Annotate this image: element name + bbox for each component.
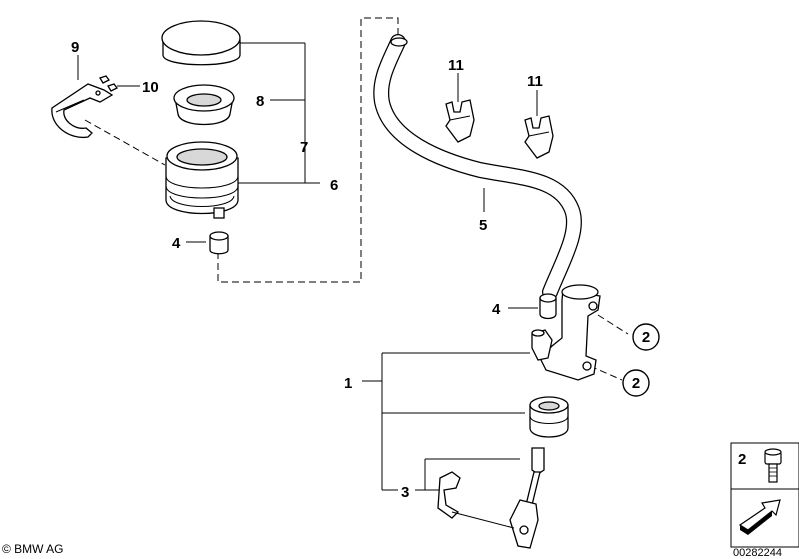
callout-11-right: 11 bbox=[527, 73, 543, 90]
hose-clip-left bbox=[445, 99, 475, 143]
hose-clip-right bbox=[524, 115, 554, 159]
callout-11-left: 11 bbox=[448, 57, 464, 74]
legend-box: 2 bbox=[730, 442, 799, 548]
callout-7: 7 bbox=[300, 139, 308, 156]
screws bbox=[99, 75, 118, 92]
legend-part-number: 2 bbox=[738, 451, 746, 468]
svg-text:2: 2 bbox=[642, 329, 650, 346]
master-cylinder bbox=[531, 284, 601, 381]
gasket-ring bbox=[173, 84, 235, 126]
callout-10: 10 bbox=[142, 79, 159, 96]
callout-9: 9 bbox=[71, 39, 79, 56]
svg-text:2: 2 bbox=[632, 375, 640, 392]
reservoir-body bbox=[165, 141, 239, 219]
hose bbox=[373, 34, 582, 300]
callout-4-lower: 4 bbox=[492, 301, 501, 318]
callout-labels: 9 10 8 7 6 4 11 11 5 4 1 3 bbox=[71, 39, 543, 501]
clamp-bracket bbox=[51, 83, 114, 139]
callout-6: 6 bbox=[330, 177, 338, 194]
callout-4-upper: 4 bbox=[172, 235, 181, 252]
reference-number: 00282244 bbox=[733, 547, 782, 559]
callout-8: 8 bbox=[256, 93, 264, 110]
bolt-icon bbox=[764, 448, 782, 483]
callout-3: 3 bbox=[401, 484, 409, 501]
retaining-clip bbox=[437, 471, 515, 529]
copyright-text: © BMW AG bbox=[2, 542, 64, 556]
leader-lines bbox=[77, 17, 629, 491]
hose-clamp-lower bbox=[539, 293, 557, 320]
push-rod bbox=[509, 447, 545, 549]
circled-callout-2-lower: 2 bbox=[622, 369, 650, 397]
hose-clamp-upper bbox=[209, 231, 229, 255]
boot-seal bbox=[529, 396, 569, 438]
reservoir-cap bbox=[161, 20, 241, 66]
callout-5: 5 bbox=[479, 217, 487, 234]
callout-1: 1 bbox=[344, 375, 352, 392]
arrow-icon bbox=[738, 499, 781, 535]
circled-callout-2-upper: 2 bbox=[632, 323, 660, 351]
